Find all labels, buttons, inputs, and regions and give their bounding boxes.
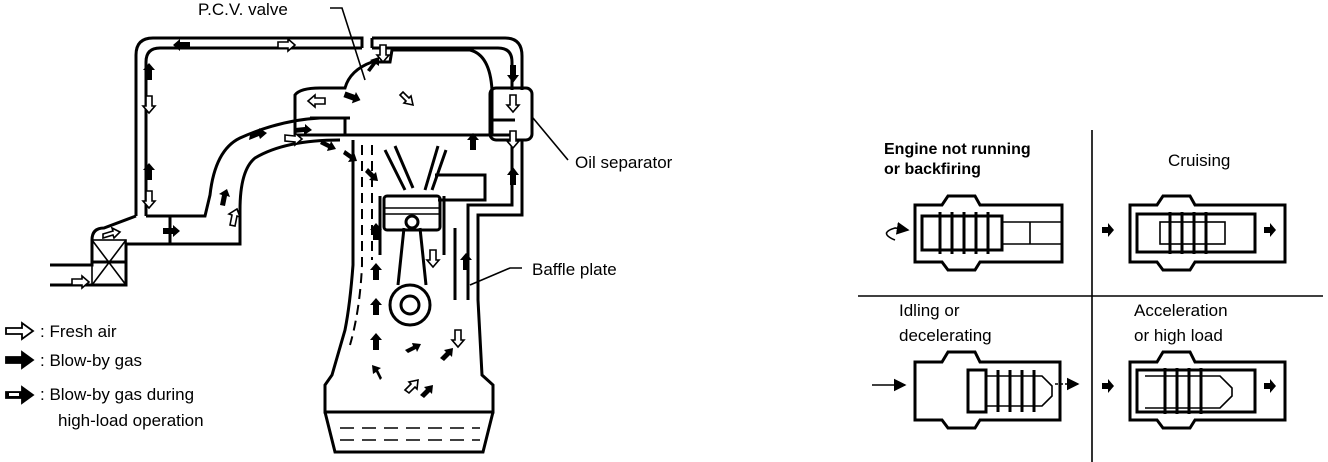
fresh-air-hose bbox=[134, 36, 374, 216]
intake-manifold bbox=[170, 116, 350, 246]
cylinder-block bbox=[323, 140, 495, 414]
legend-blow-by-high-1: : Blow-by gas during bbox=[40, 385, 194, 404]
piston bbox=[382, 194, 442, 232]
throttle-box bbox=[91, 239, 127, 286]
oil-separator-hose bbox=[372, 36, 524, 90]
connecting-rod bbox=[396, 227, 428, 286]
state-bottom-right-line2: or high load bbox=[1134, 326, 1223, 345]
state-bottom-right-line1: Acceleration bbox=[1134, 301, 1228, 320]
exhaust-port bbox=[435, 173, 487, 202]
pcv-valve-idling bbox=[872, 350, 1080, 430]
oil-pan bbox=[323, 411, 495, 454]
blowby-arrows bbox=[143, 39, 519, 398]
legend-blow-by: : Blow-by gas bbox=[40, 351, 142, 370]
blowby-legend-icon bbox=[5, 350, 35, 370]
state-top-right: Cruising bbox=[1168, 151, 1230, 170]
fresh-air-legend-icon bbox=[5, 321, 35, 341]
pcv-valve-cruising bbox=[1102, 194, 1287, 272]
blowby-high-legend-icon bbox=[5, 385, 35, 405]
valve-cover bbox=[293, 48, 494, 135]
state-bottom-left-line1: Idling or bbox=[899, 301, 960, 320]
legend: : Fresh air : Blow-by gas : Blow-by gas … bbox=[5, 321, 204, 430]
air-intake-duct bbox=[50, 214, 172, 287]
grid-lines bbox=[858, 130, 1323, 462]
valve-states: Engine not running or backfiring Cruisin… bbox=[858, 130, 1323, 462]
cylinder-head bbox=[295, 116, 515, 137]
oil-separator-label: Oil separator bbox=[575, 153, 673, 172]
pcv-valve-label: P.C.V. valve bbox=[198, 0, 288, 19]
crankshaft bbox=[388, 283, 432, 327]
legend-blow-by-high-2: high-load operation bbox=[58, 411, 204, 430]
oil-level bbox=[340, 427, 480, 441]
oil-separator-return bbox=[466, 140, 524, 294]
blowby-passage bbox=[349, 145, 373, 346]
baffle-plate-label: Baffle plate bbox=[532, 260, 617, 279]
pcv-valve-closed bbox=[885, 194, 1064, 272]
legend-fresh-air: : Fresh air bbox=[40, 322, 117, 341]
state-top-left-line1: Engine not running bbox=[884, 141, 1031, 158]
state-bottom-left-line2: decelerating bbox=[899, 326, 992, 345]
pcv-valve-acceleration bbox=[1102, 350, 1287, 430]
valves bbox=[383, 145, 448, 191]
engine-section: P.C.V. valve Oil separator Baffle plate bbox=[50, 0, 673, 454]
state-top-left-line2: or backfiring bbox=[884, 161, 981, 178]
fresh-air-arrows bbox=[71, 37, 521, 395]
